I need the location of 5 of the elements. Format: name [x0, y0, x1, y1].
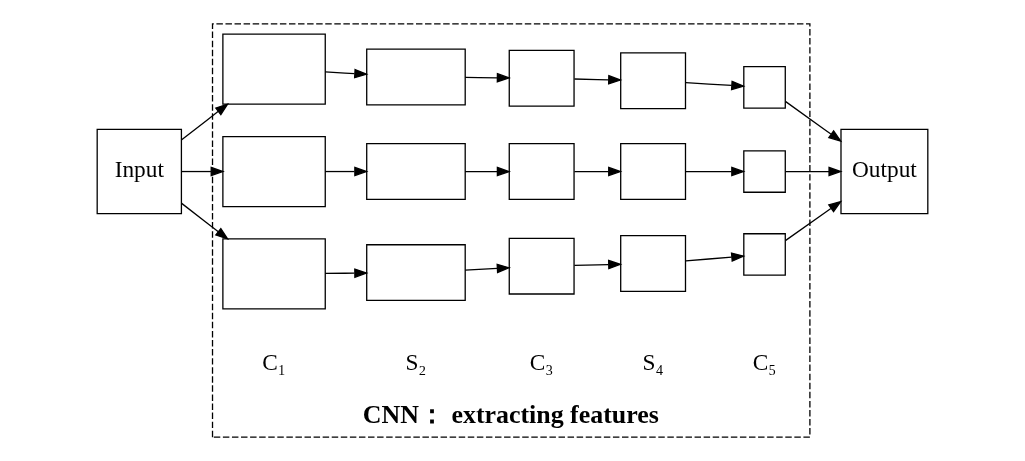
label: C₁ — [262, 349, 286, 376]
label: C₅ — [752, 349, 777, 376]
label: C₃ — [529, 349, 554, 376]
label: S₂ — [405, 349, 427, 376]
label: S₄ — [642, 349, 664, 376]
